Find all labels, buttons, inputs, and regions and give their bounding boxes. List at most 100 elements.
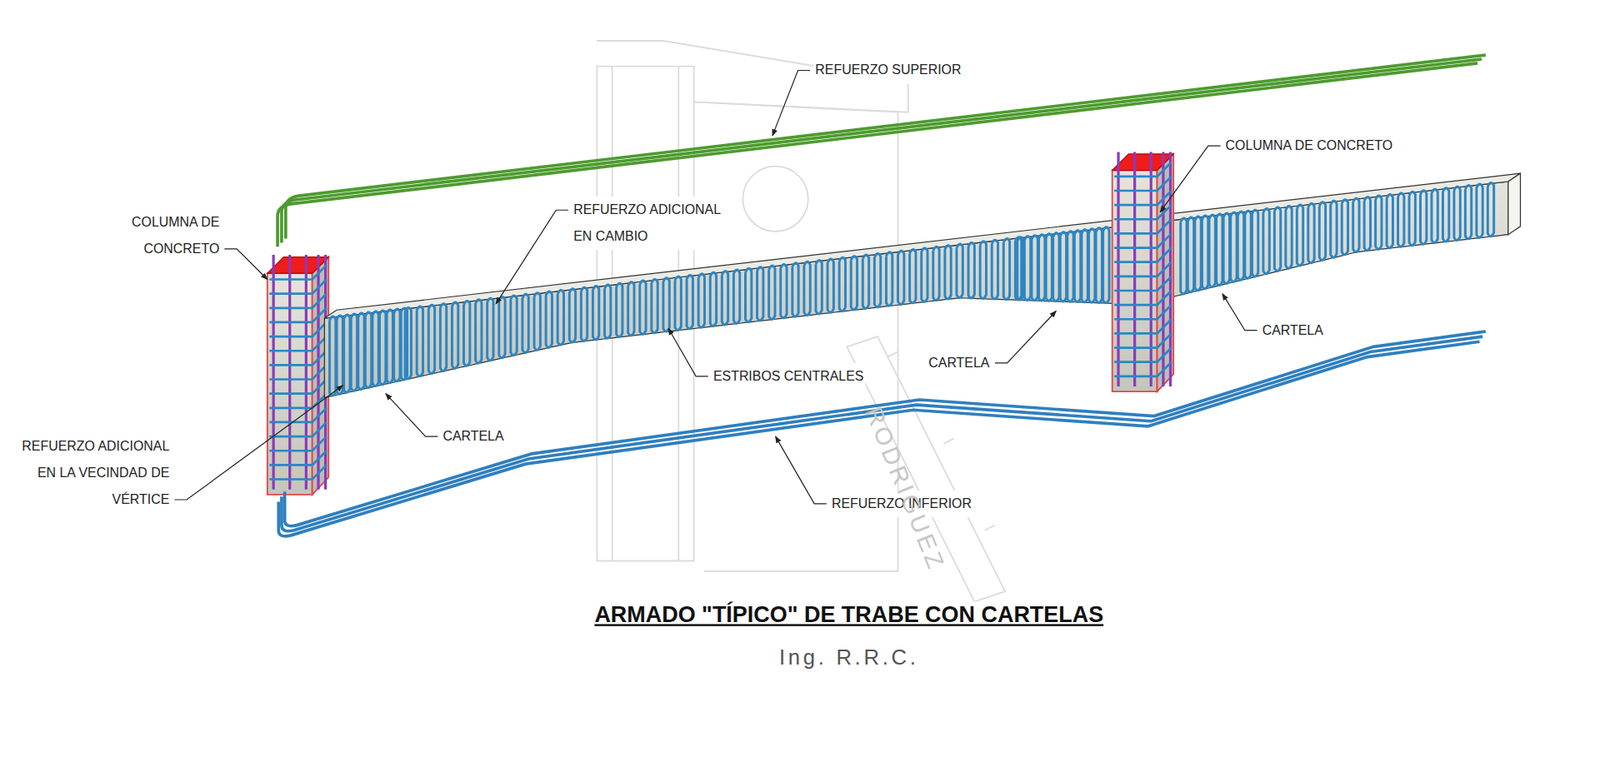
column-tie [1114,248,1172,263]
stirrup [510,295,517,356]
callout-label: CARTELA [926,350,992,377]
stirrup [499,296,505,358]
stirrup [1095,228,1102,304]
stirrup [580,287,587,341]
stirrup [336,315,343,395]
column-tie [1114,190,1172,205]
stirrup [675,276,681,330]
stirrup [628,282,635,336]
callout-label: REFUERZO ADICIONAL EN CAMBIO [571,196,735,250]
column-tie [269,280,327,295]
stirrup [1251,210,1258,277]
column-tie [269,322,327,337]
stirrup [945,245,951,300]
leader-line [385,394,438,437]
stirrup [1319,202,1325,261]
leader-line [668,328,709,377]
stirrup [1216,214,1223,285]
stirrup [1274,207,1280,272]
stirrup [380,310,386,385]
leader-line [772,70,810,135]
stirrup [651,279,658,333]
stirrup [1081,230,1088,303]
stirrup [394,309,400,382]
leader-line [775,436,827,505]
stirrup [1263,209,1270,275]
stirrup [1223,213,1230,284]
stirrup [1341,200,1348,255]
stirrup [1053,233,1060,302]
stirrup [1195,216,1201,291]
stirrup [330,316,336,396]
stirrup [616,283,623,337]
stirrup [956,244,963,298]
stirrup [827,259,834,313]
stirrup [839,257,845,311]
leader-line [1160,145,1220,213]
callout-label: COLUMNA DE CONCRETO [1223,132,1395,160]
column-tie [1114,176,1172,191]
column-tie [269,308,327,323]
callout-label: CARTELA [440,423,506,450]
stirrup [792,263,799,317]
stirrup [1487,182,1494,236]
column-tie [269,422,327,437]
column-bar [1150,151,1153,387]
column-bar [1133,151,1136,387]
stirrup [721,271,728,325]
stirrup [416,306,423,377]
stirrup [1476,184,1483,238]
stirrup [1209,215,1215,288]
column-bar [288,255,291,490]
stirrup [1442,188,1449,242]
column-tie [269,336,327,351]
column-tie [1114,205,1172,220]
stirrup [980,241,986,300]
column-bar [1169,151,1172,387]
stirrup [710,272,716,326]
stirrup [534,293,540,351]
stirrup [1201,215,1208,290]
stirrup [1431,189,1438,243]
concrete-column [1112,151,1174,392]
column-tie [269,350,327,365]
stirrup [1017,237,1024,300]
leader-line [174,385,343,500]
beam-end [1508,173,1521,235]
callout-label: REFUERZO ADICIONAL EN LA VECINDAD DE VÉR… [9,433,172,514]
stirrup [885,252,892,306]
column-tie [269,265,327,280]
column-bar [1116,151,1120,387]
stirrup [1308,203,1315,263]
column-tie [1114,233,1172,248]
column-tie [1114,348,1172,363]
stirrup [1454,186,1460,240]
stirrup [440,304,446,372]
stirrup [1074,230,1080,303]
stirrup [605,285,611,339]
column-tie [1114,333,1172,348]
leader-line [1222,294,1258,331]
column-tie [269,394,327,409]
stirrup [1245,210,1251,279]
stirrup [365,312,371,389]
stirrup [1364,197,1370,251]
column-tie [1114,290,1172,305]
stirrup [850,256,857,310]
stirrup [733,270,740,324]
stirrup [874,253,880,307]
stirrup [1024,236,1030,301]
column-tie [1114,162,1172,177]
column-tie [1114,305,1172,320]
stirrup [557,290,564,345]
stirrup [862,255,869,309]
column-bar [272,255,275,490]
stirrup [804,261,810,315]
stirrup [921,248,928,302]
stirrup [815,260,822,315]
stirrup [898,250,905,305]
callout-label: ESTRIBOS CENTRALES [710,363,865,390]
column-tie [269,408,327,423]
leader-line [495,210,569,305]
stirrup [991,240,998,300]
